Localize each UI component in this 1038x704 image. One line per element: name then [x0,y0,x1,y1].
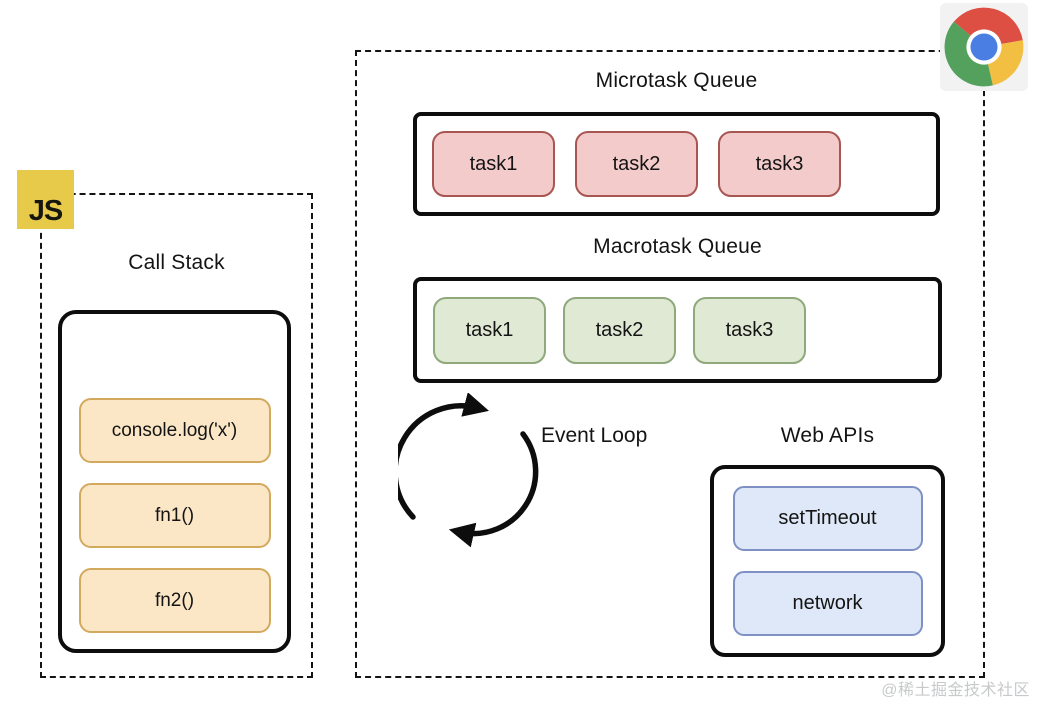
web-apis-box: setTimeout network [710,465,945,657]
web-api-item: network [732,571,923,636]
stack-frame: fn1() [78,483,271,548]
watermark: @稀土掘金技术社区 [881,682,1030,699]
web-apis-title: Web APIs [780,424,875,447]
microtask-item: task1 [432,131,555,197]
macrotask-queue-box: task1 task2 task3 [413,277,942,383]
macrotask-queue-title: Macrotask Queue [593,235,762,258]
chrome-logo-icon [940,3,1028,91]
web-api-item: setTimeout [732,486,923,551]
microtask-item: task3 [718,131,841,197]
macrotask-item: task1 [433,296,546,364]
js-logo-icon: JS [17,170,74,229]
event-loop-label: Event Loop [541,424,648,447]
macrotask-item: task2 [563,296,676,364]
call-stack-box: console.log('x') fn1() fn2() [58,310,291,653]
cycle-arrows-icon [398,393,539,548]
js-runtime-container [40,193,313,678]
microtask-queue-box: task1 task2 task3 [413,112,940,216]
stack-frame: console.log('x') [78,398,271,463]
call-stack-title: Call Stack [128,251,225,274]
browser-container [355,50,985,678]
microtask-queue-title: Microtask Queue [595,69,758,92]
microtask-item: task2 [575,131,698,197]
macrotask-item: task3 [693,296,806,364]
stack-frame: fn2() [78,568,271,633]
